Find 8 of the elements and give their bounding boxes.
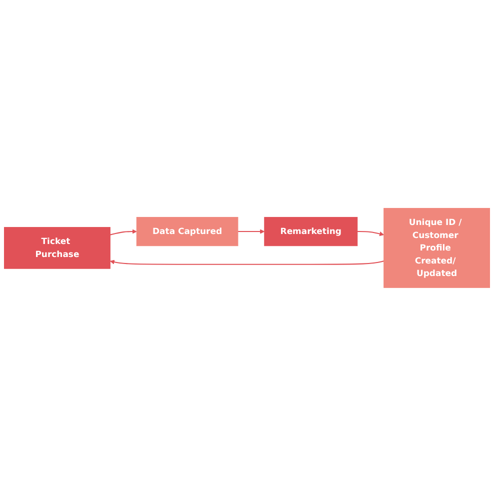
node-box: Data Captured bbox=[136, 216, 238, 246]
node-box: Remarketing bbox=[264, 216, 358, 246]
arrow bbox=[110, 259, 384, 264]
node-box: Ticket Purchase bbox=[4, 226, 110, 268]
arrow bbox=[238, 228, 265, 234]
arrow bbox=[357, 230, 384, 236]
arrow bbox=[110, 228, 137, 235]
node-box: Unique ID / Customer Profile Created/ Updated bbox=[384, 208, 490, 288]
